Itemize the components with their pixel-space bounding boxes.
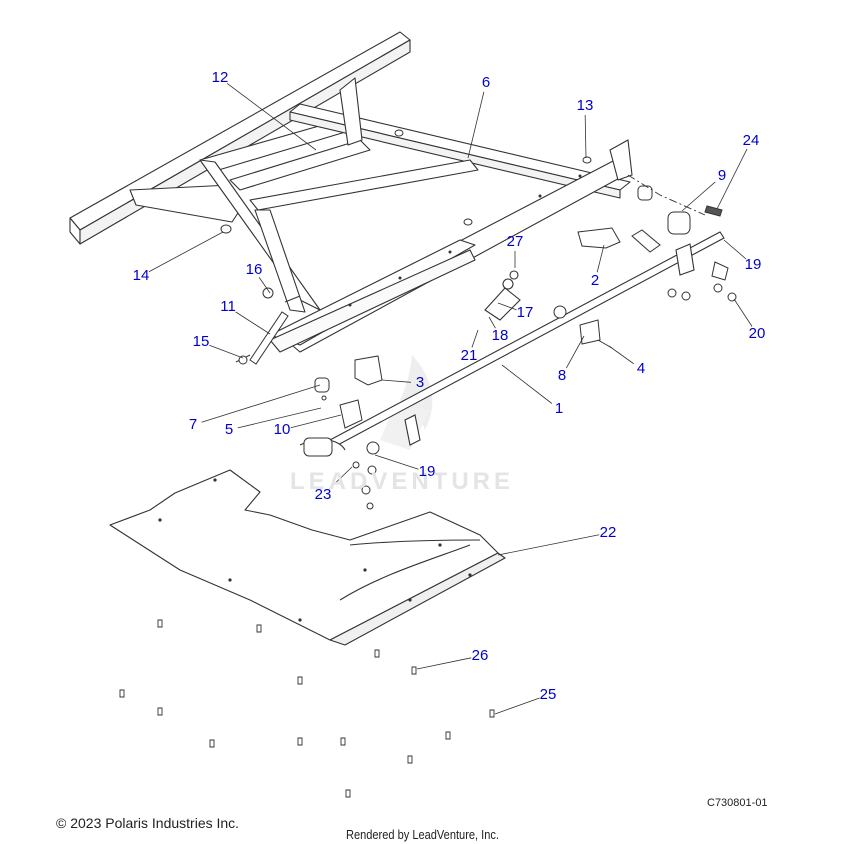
leader-line-4 [608,345,634,365]
leader-line-12 [226,83,317,151]
leader-line-7 [201,384,321,423]
left-lower-parts [303,355,383,510]
leader-line-14 [148,231,224,273]
callout-label-18: 18 [491,327,509,344]
right-side-parts [553,185,737,349]
callout-label-26: 26 [471,647,489,664]
callout-label-12: 12 [211,69,229,86]
callout-label-15: 15 [192,333,210,350]
leader-line-2 [596,244,605,273]
leader-line-17 [497,302,517,311]
copyright-text: © 2023 Polaris Industries Inc. [56,815,240,831]
callout-label-6: 6 [481,74,491,91]
frame-hardware [220,129,592,365]
watermark-text: LEADVENTURE [290,468,515,495]
callout-label-9: 9 [717,167,727,184]
callout-label-4: 4 [636,360,646,377]
leader-line-8 [565,335,585,369]
leader-line-9 [681,181,716,212]
callout-label-5: 5 [224,421,234,438]
callout-label-24: 24 [742,132,760,149]
leader-line-21 [471,329,479,348]
callout-label-13: 13 [576,97,594,114]
callout-label-23: 23 [314,486,332,503]
callout-label-19: 19 [418,463,436,480]
fasteners [119,619,495,798]
skid-plate [109,469,506,646]
frame-assembly [69,31,633,353]
leader-line-5 [237,407,322,429]
leader-line-16 [258,277,271,294]
leader-line-3 [381,379,412,383]
callout-label-8: 8 [557,367,567,384]
callout-label-22: 22 [599,524,617,541]
leader-line-24 [716,148,748,210]
centerline [627,174,706,216]
leader-line-15 [209,344,244,359]
callout-label-3: 3 [415,374,425,391]
callout-label-10: 10 [273,421,291,438]
leader-line-10 [290,414,342,429]
callout-label-14: 14 [132,267,150,284]
leader-line-11 [235,311,271,335]
leader-line-22 [497,534,600,556]
callout-label-25: 25 [539,686,557,703]
leader-line-19 [374,454,419,470]
leader-line-13 [584,114,587,159]
linkage-rod-assembly [299,231,725,451]
callout-label-16: 16 [245,261,263,278]
rendered-by-text: Rendered by LeadVenture, Inc. [346,827,499,842]
leader-line-18 [488,316,496,329]
leader-line-23 [329,466,353,490]
callout-label-27: 27 [506,233,524,250]
callout-label-17: 17 [516,304,534,321]
leader-line-20 [733,298,753,327]
leader-line-26 [416,657,472,670]
figure-code: C730801-01 [707,797,768,809]
callout-label-20: 20 [748,325,766,342]
leader-line-1 [501,364,553,404]
callout-label-21: 21 [460,347,478,364]
callout-label-7: 7 [188,416,198,433]
callout-label-11: 11 [220,298,236,315]
leader-line-19 [723,239,747,260]
leader-line-25 [494,697,540,715]
leader-lines [148,83,753,715]
callout-label-2: 2 [590,272,600,289]
callout-label-1: 1 [554,400,564,417]
callout-label-19: 19 [744,256,762,273]
leader-line-6 [467,91,485,159]
